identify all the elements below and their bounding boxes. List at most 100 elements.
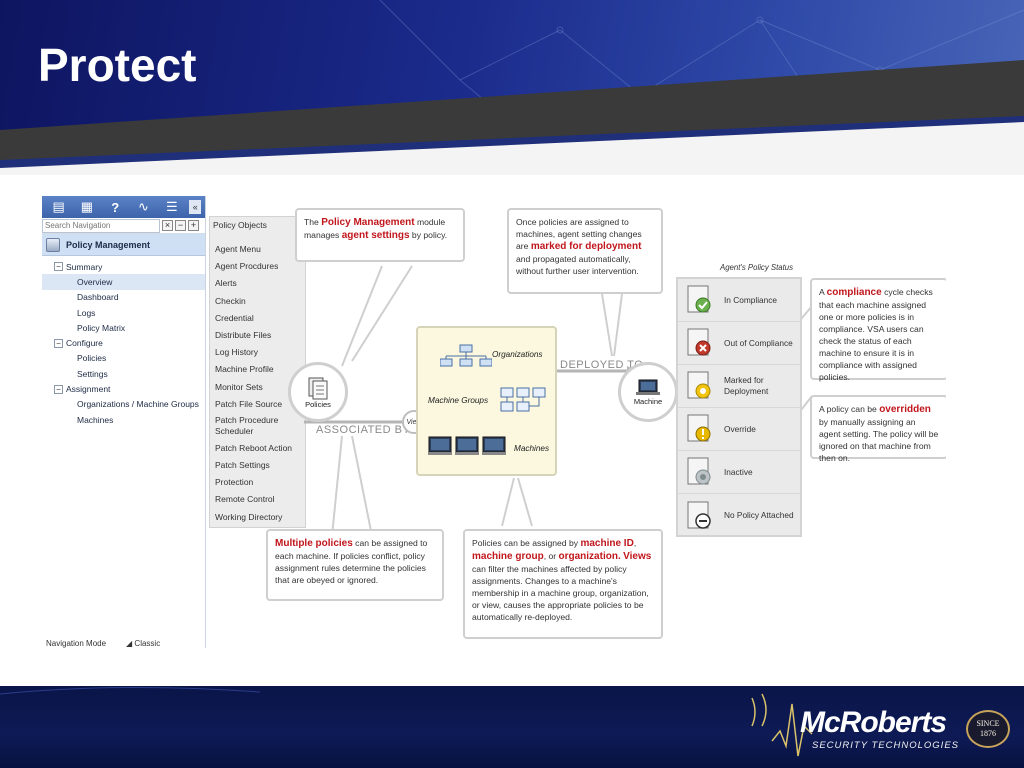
- policy-object-item[interactable]: Alerts: [215, 278, 237, 289]
- error-gear-icon: [682, 324, 716, 362]
- clear-search-button[interactable]: ×: [162, 220, 173, 231]
- policy-object-item[interactable]: Credential: [215, 312, 254, 323]
- nav-mode-toggle[interactable]: ◢ Classic: [126, 639, 161, 648]
- tree-item-policies[interactable]: Policies: [42, 351, 205, 366]
- brand-logo: McRoberts: [800, 706, 947, 739]
- policy-objects-list: Agent Menu Agent Procdures Alerts Checki…: [215, 241, 295, 526]
- chart-icon[interactable]: ∿: [138, 199, 149, 214]
- policy-object-item[interactable]: Patch Settings: [215, 460, 270, 471]
- policy-object-item[interactable]: Patch Procedure Scheduler: [215, 414, 279, 436]
- collapse-all-button[interactable]: −: [175, 220, 186, 231]
- policy-objects-title: Policy Objects: [213, 220, 267, 230]
- callout-highlight: overridden: [879, 404, 931, 415]
- callout-text: can be assigned to each machine. If poli…: [275, 538, 428, 585]
- policy-object-item[interactable]: Patch Reboot Action: [215, 442, 293, 453]
- status-label: Marked for Deployment: [724, 375, 769, 396]
- help-icon[interactable]: ?: [111, 199, 120, 215]
- cabinet-icon[interactable]: ▦: [80, 199, 94, 214]
- nav-tree: −Summary Overview Dashboard Logs Policy …: [42, 256, 205, 427]
- override-icon: [682, 410, 716, 448]
- expand-all-button[interactable]: +: [188, 220, 199, 231]
- policy-object-item[interactable]: Agent Menu: [215, 244, 261, 254]
- machine-label: Machine: [633, 396, 663, 406]
- check-gear-icon: [682, 281, 716, 319]
- expander-icon[interactable]: −: [54, 384, 63, 394]
- machines-label: Machines: [514, 444, 550, 453]
- callout-highlight: Views: [623, 551, 652, 562]
- status-row-no-policy: No Policy Attached: [678, 494, 800, 537]
- tree-label: Logs: [77, 307, 96, 318]
- callout-assignment-by: Policies can be assigned by machine ID, …: [463, 529, 663, 639]
- tree-label: Machines: [77, 414, 114, 425]
- policy-objects-panel: Agent Menu Agent Procdures Alerts Checki…: [209, 216, 306, 528]
- seal-line1: SINCE: [976, 719, 1000, 728]
- tree-folder-summary[interactable]: −Summary: [42, 259, 205, 274]
- tree-item-org-machine-groups[interactable]: Organizations / Machine Groups: [42, 397, 205, 412]
- tree-item-logs[interactable]: Logs: [42, 305, 205, 320]
- assignment-targets-box: Organizations Machine Groups Machines: [416, 326, 557, 476]
- callout-text: , or: [543, 551, 559, 561]
- status-label: Inactive: [724, 466, 753, 477]
- notepad-icon[interactable]: ☰: [165, 199, 178, 214]
- navigation-panel: ▤ ▦ ? ∿ ☰ « × − + Policy Management −Sum…: [42, 196, 206, 648]
- callout-text: by manually assigning an agent setting. …: [819, 417, 939, 463]
- expander-icon[interactable]: −: [54, 338, 63, 348]
- policies-icon: [308, 377, 328, 399]
- callout-policy-management: The Policy Management module manages age…: [295, 208, 465, 262]
- tree-folder-configure[interactable]: −Configure: [42, 335, 205, 350]
- policy-object-item[interactable]: Protection: [215, 477, 254, 488]
- policy-status-panel: In Compliance Out of Compliance Marked f…: [676, 277, 802, 537]
- tree-item-dashboard[interactable]: Dashboard: [42, 290, 205, 305]
- status-label: Out of Compliance: [724, 337, 793, 348]
- machines-icon: [428, 436, 506, 455]
- slide-header: Protect: [0, 0, 1024, 175]
- policy-status-title: Agent's Policy Status: [720, 263, 793, 272]
- nav-mode-label: Navigation Mode: [46, 639, 107, 648]
- search-input[interactable]: [42, 218, 160, 233]
- policy-object-item[interactable]: Log History: [215, 347, 258, 358]
- policy-object-item[interactable]: Remote Control: [215, 494, 275, 505]
- tree-label: Organizations / Machine Groups: [77, 399, 199, 410]
- callout-highlight: marked for deployment: [530, 241, 642, 252]
- expander-icon[interactable]: −: [54, 262, 63, 272]
- tree-folder-assignment[interactable]: −Assignment: [42, 381, 205, 396]
- tree-label: Settings: [77, 368, 108, 379]
- machine-node: Machine: [618, 362, 678, 422]
- policy-object-item[interactable]: Working Directory: [215, 511, 283, 522]
- tree-item-policy-matrix[interactable]: Policy Matrix: [42, 320, 205, 335]
- tree-item-overview[interactable]: Overview: [42, 274, 205, 290]
- policy-management-screenshot: ▤ ▦ ? ∿ ☰ « × − + Policy Management −Sum…: [42, 196, 946, 648]
- policy-object-item[interactable]: Checkin: [215, 295, 246, 306]
- callout-highlight: Policy Management: [321, 217, 415, 228]
- status-row-marked-for-deployment: Marked for Deployment: [678, 365, 800, 408]
- footer-decoration: [0, 686, 813, 757]
- header-decoration: [0, 0, 1024, 175]
- status-row-in-compliance: In Compliance: [678, 279, 800, 322]
- slide-title: Protect: [38, 39, 197, 91]
- callout-text: Once policies are assigned to machines, …: [516, 217, 642, 251]
- policy-object-item[interactable]: Distribute Files: [215, 329, 272, 340]
- status-label: Override: [724, 423, 756, 434]
- callout-highlight: Multiple policies: [275, 538, 353, 549]
- callout-text: can filter the machines affected by poli…: [472, 564, 649, 622]
- tree-item-settings[interactable]: Settings: [42, 366, 205, 381]
- callout-highlight: organization.: [558, 551, 621, 562]
- policy-object-item[interactable]: Patch File Source: [215, 398, 283, 409]
- policy-object-item[interactable]: Monitor Sets: [215, 381, 263, 392]
- machine-groups-label: Machine Groups: [428, 396, 489, 405]
- module-label: Policy Management: [66, 239, 151, 250]
- callout-text: and propagated automatically, without fu…: [516, 254, 639, 276]
- collapse-icon[interactable]: «: [189, 200, 202, 214]
- tree-item-machines[interactable]: Machines: [42, 412, 205, 427]
- inactive-icon: [682, 453, 716, 491]
- policy-object-item[interactable]: Agent Procdures: [215, 261, 279, 272]
- policy-object-item[interactable]: Machine Profile: [215, 364, 274, 375]
- status-row-out-of-compliance: Out of Compliance: [678, 322, 800, 365]
- no-policy-icon: [682, 497, 716, 535]
- module-header[interactable]: Policy Management: [42, 234, 205, 256]
- since-seal: SINCE 1876: [966, 710, 1010, 748]
- book-icon[interactable]: ▤: [52, 199, 65, 214]
- machine-groups-icon: [500, 387, 546, 412]
- tree-label: Dashboard: [77, 292, 119, 303]
- nav-mode-value: Classic: [134, 639, 161, 648]
